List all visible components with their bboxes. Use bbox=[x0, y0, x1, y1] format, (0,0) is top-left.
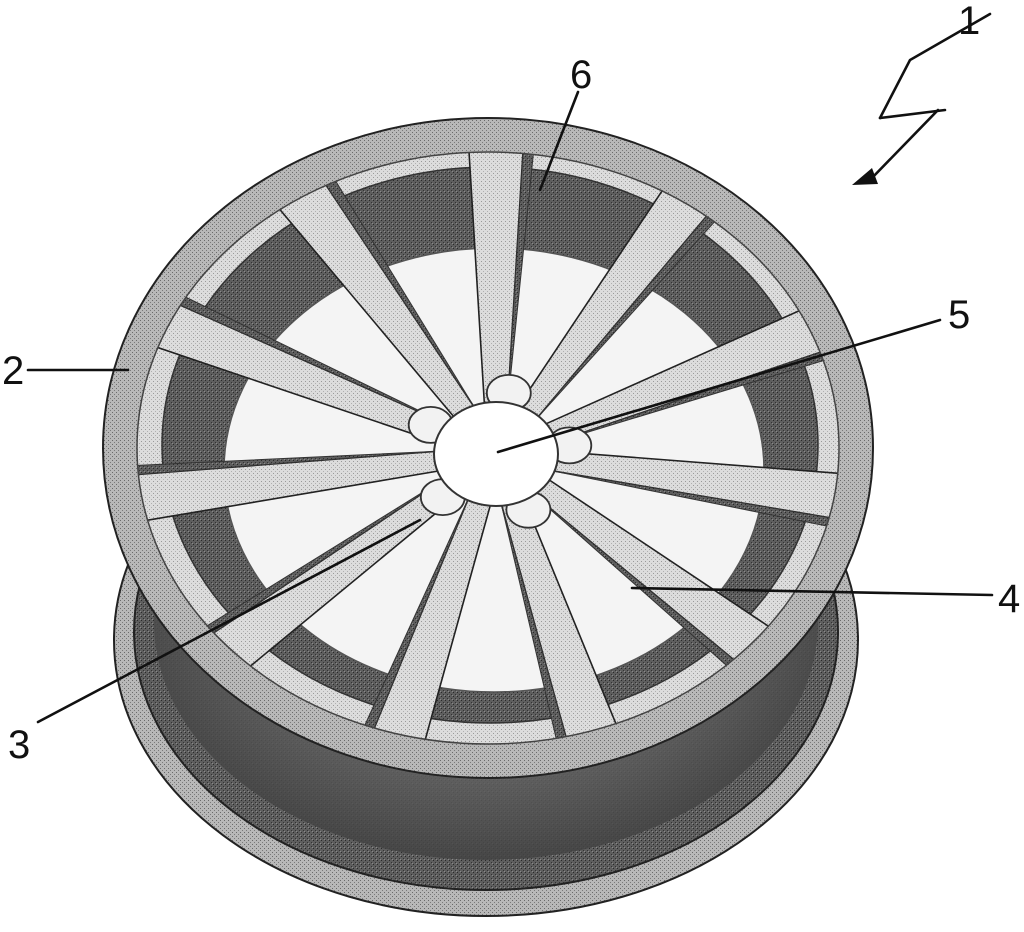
ref-label-3: 3 bbox=[8, 723, 30, 767]
leader-1-zigzag-tail bbox=[878, 108, 947, 120]
leader-lines bbox=[26, 12, 994, 724]
spoke-side-face bbox=[550, 470, 856, 533]
leader-5 bbox=[496, 318, 942, 454]
leader-1-zigzag bbox=[878, 12, 992, 120]
leader-1-arrow bbox=[868, 108, 940, 182]
ref-label-1: 1 bbox=[958, 0, 980, 43]
rim-flange bbox=[102, 117, 874, 779]
leader-4 bbox=[630, 586, 994, 597]
ref-label-4: 4 bbox=[998, 577, 1020, 621]
leader-3 bbox=[36, 518, 422, 724]
ref-label-5: 5 bbox=[948, 293, 970, 337]
ref-label-6: 6 bbox=[570, 53, 592, 97]
leader-1-arrowhead bbox=[852, 168, 878, 185]
leader-6 bbox=[538, 90, 580, 192]
spoke-side-face bbox=[500, 502, 575, 761]
wheel-hub bbox=[407, 373, 593, 529]
ref-label-2: 2 bbox=[2, 349, 24, 393]
